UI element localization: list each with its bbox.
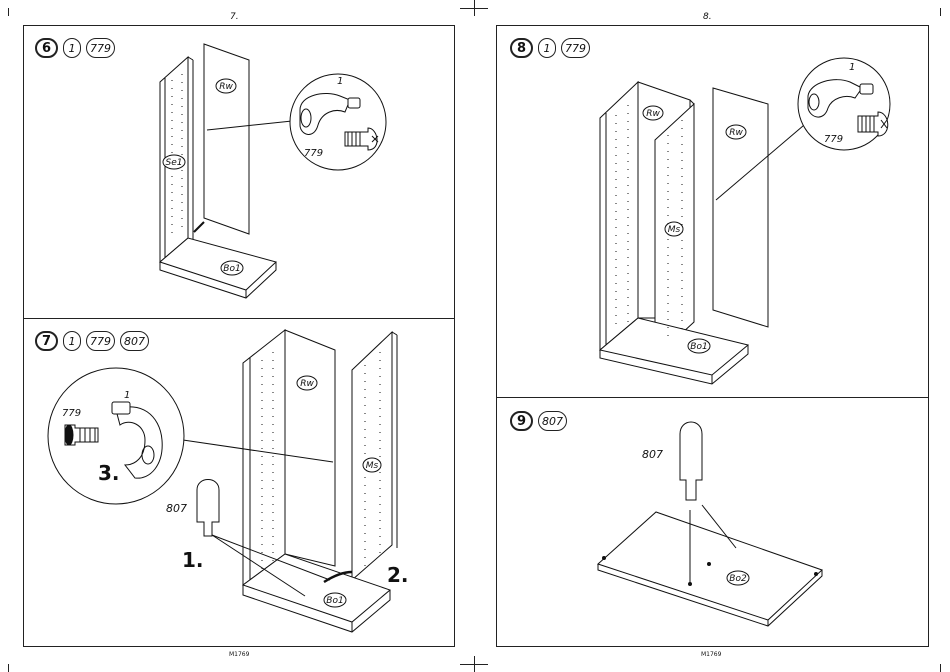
step-9-illustration	[598, 422, 822, 626]
label-part-779: 779	[304, 148, 323, 159]
label-part-1: 1	[124, 390, 130, 401]
label-bo1: Bo1	[223, 264, 240, 274]
connector-pin	[860, 84, 873, 94]
hole-dot	[603, 557, 606, 560]
back-panel	[285, 330, 335, 566]
callout-step-2: 2.	[387, 563, 409, 587]
label-rw: Rw	[729, 128, 743, 138]
label-part-1: 1	[849, 62, 855, 73]
back-panel-outer	[713, 88, 768, 327]
wooden-peg	[197, 480, 219, 537]
side-panel	[243, 330, 285, 585]
connector-pin	[112, 402, 130, 414]
bottom-board	[598, 512, 822, 620]
label-part-779: 779	[62, 408, 81, 419]
label-se1: Se1	[166, 158, 183, 168]
label-rw: Rw	[219, 82, 233, 92]
panel-edge	[392, 332, 397, 335]
label-part-779: 779	[824, 134, 843, 145]
middle-panel	[352, 332, 392, 580]
callout-step-1: 1.	[182, 548, 204, 572]
hole-dot	[689, 583, 692, 586]
connector-pin	[348, 98, 360, 108]
label-rw: Rw	[300, 379, 314, 389]
callout-step-3: 3.	[98, 461, 120, 485]
hole-dot	[708, 563, 711, 566]
label-rw: Rw	[646, 109, 660, 119]
label-peg-807: 807	[642, 448, 663, 461]
step-6-illustration	[160, 44, 386, 298]
panel-edge	[690, 100, 694, 104]
panel-edge	[188, 57, 193, 60]
screw-head	[65, 425, 73, 445]
step-8-illustration	[600, 58, 890, 384]
label-ms: Ms	[668, 225, 681, 235]
back-panel	[204, 44, 249, 234]
label-bo1: Bo1	[326, 596, 343, 606]
label-part-1: 1	[337, 76, 343, 87]
label-peg-807: 807	[166, 502, 187, 515]
insert-arrow	[194, 222, 204, 232]
wooden-peg	[680, 422, 702, 500]
label-bo1: Bo1	[690, 342, 707, 352]
label-bo2: Bo2	[729, 574, 747, 584]
label-ms: Ms	[366, 461, 379, 471]
hole-dot	[815, 573, 818, 576]
